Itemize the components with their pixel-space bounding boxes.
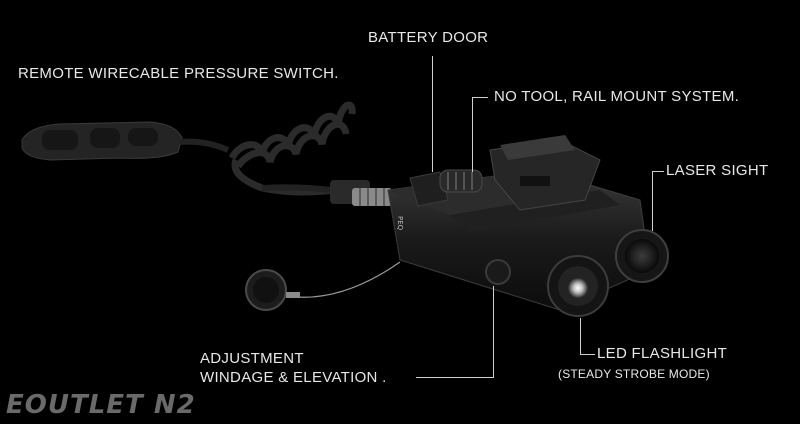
label-battery-door: BATTERY DOOR bbox=[368, 29, 489, 46]
laser-aperture bbox=[615, 229, 669, 283]
lanyard-cap bbox=[245, 261, 401, 311]
leader-led-flashlight-v bbox=[580, 318, 581, 354]
watermark-text: EOUTLET N2 bbox=[6, 390, 196, 420]
leader-adjustment-v bbox=[493, 286, 494, 378]
svg-text:PEQ: PEQ bbox=[396, 216, 404, 231]
leader-adjustment-h bbox=[416, 377, 494, 378]
label-led-mode: (STEADY STROBE MODE) bbox=[558, 367, 710, 381]
rail-lever-knob bbox=[439, 169, 483, 193]
leader-rail-mount-v bbox=[472, 97, 473, 172]
windage-knob bbox=[485, 259, 511, 285]
cable-connector bbox=[330, 180, 392, 206]
label-laser-sight: LASER SIGHT bbox=[666, 162, 769, 179]
label-remote-switch: REMOTE WIRECABLE PRESSURE SWITCH. bbox=[18, 65, 339, 82]
leader-led-flashlight-h bbox=[580, 354, 595, 355]
led-flashlight-head bbox=[547, 255, 609, 317]
label-windage-elevation: WINDAGE & ELEVATION . bbox=[200, 369, 387, 386]
pressure-switch-pad bbox=[21, 121, 183, 161]
leader-laser-sight-h bbox=[652, 171, 664, 172]
leader-rail-mount-h bbox=[472, 97, 488, 98]
leader-battery-door bbox=[432, 56, 433, 172]
label-adjustment: ADJUSTMENT bbox=[200, 350, 304, 367]
rail-mount bbox=[489, 135, 601, 211]
leader-laser-sight-v bbox=[652, 171, 653, 231]
coiled-cable bbox=[228, 101, 356, 196]
label-led-flashlight: LED FLASHLIGHT bbox=[597, 345, 728, 362]
label-rail-mount: NO TOOL, RAIL MOUNT SYSTEM. bbox=[494, 88, 740, 105]
battery-door bbox=[409, 171, 449, 207]
